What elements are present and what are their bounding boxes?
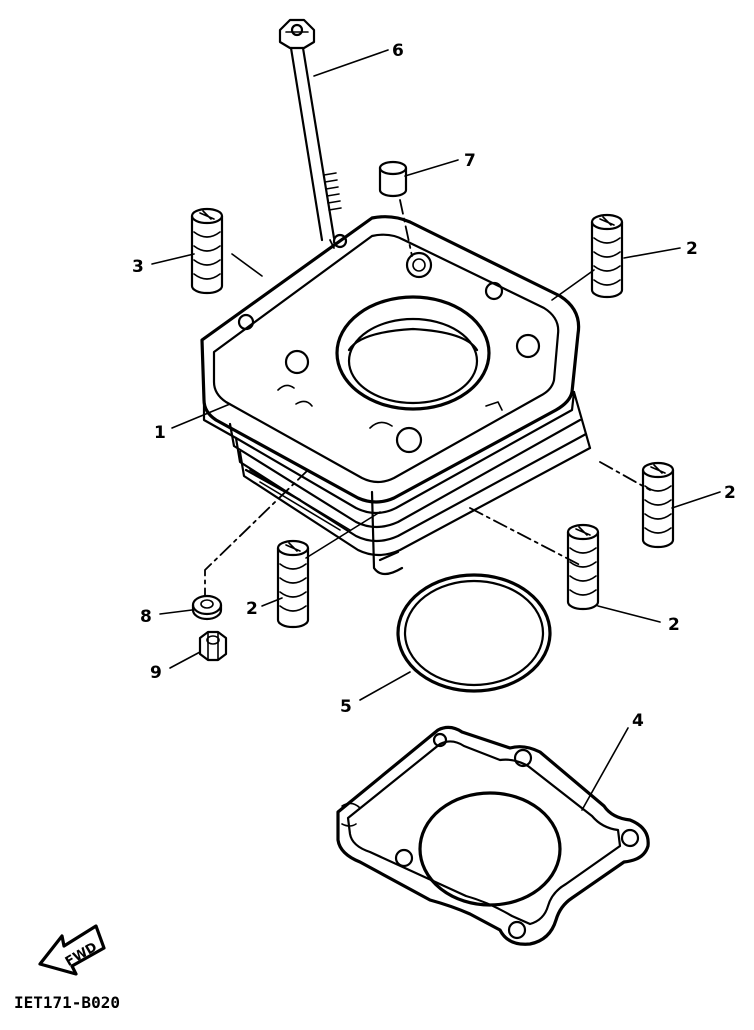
callout-2c: 2 bbox=[668, 615, 680, 635]
part-1-cylinder bbox=[200, 215, 592, 576]
part-7-dowel-pin bbox=[378, 160, 408, 198]
diagram-part-code: IET171-B020 bbox=[14, 993, 120, 1012]
callout-4: 4 bbox=[632, 711, 644, 731]
part-9-nut bbox=[198, 630, 228, 662]
callout-labels: 6 7 3 2 1 2 2 2 8 9 5 4 bbox=[132, 41, 736, 731]
part-6-bolt bbox=[278, 18, 342, 242]
callout-1: 1 bbox=[154, 423, 166, 443]
callout-2b: 2 bbox=[724, 483, 736, 503]
part-2-stud-bolt-c bbox=[566, 523, 600, 611]
part-2-stud-bolt-a bbox=[590, 213, 624, 299]
part-4-base-gasket bbox=[336, 725, 650, 946]
callout-5: 5 bbox=[340, 697, 352, 717]
leader-lines bbox=[151, 49, 721, 811]
part-8-washer bbox=[191, 594, 223, 621]
callout-8: 8 bbox=[140, 607, 152, 627]
callout-3: 3 bbox=[132, 257, 144, 277]
callout-6: 6 bbox=[392, 41, 404, 61]
part-2-stud-bolt-b bbox=[641, 461, 675, 549]
callout-7: 7 bbox=[464, 151, 476, 171]
callout-2a: 2 bbox=[686, 239, 698, 259]
part-5-o-ring bbox=[396, 573, 552, 693]
part-2-stud-bolt-d bbox=[276, 539, 310, 629]
fwd-arrow-icon: FWD bbox=[38, 924, 106, 976]
part-3-stud-bolt bbox=[190, 207, 224, 295]
alignment-lines bbox=[204, 199, 651, 597]
callout-9: 9 bbox=[150, 663, 162, 683]
callout-2d: 2 bbox=[246, 599, 258, 619]
